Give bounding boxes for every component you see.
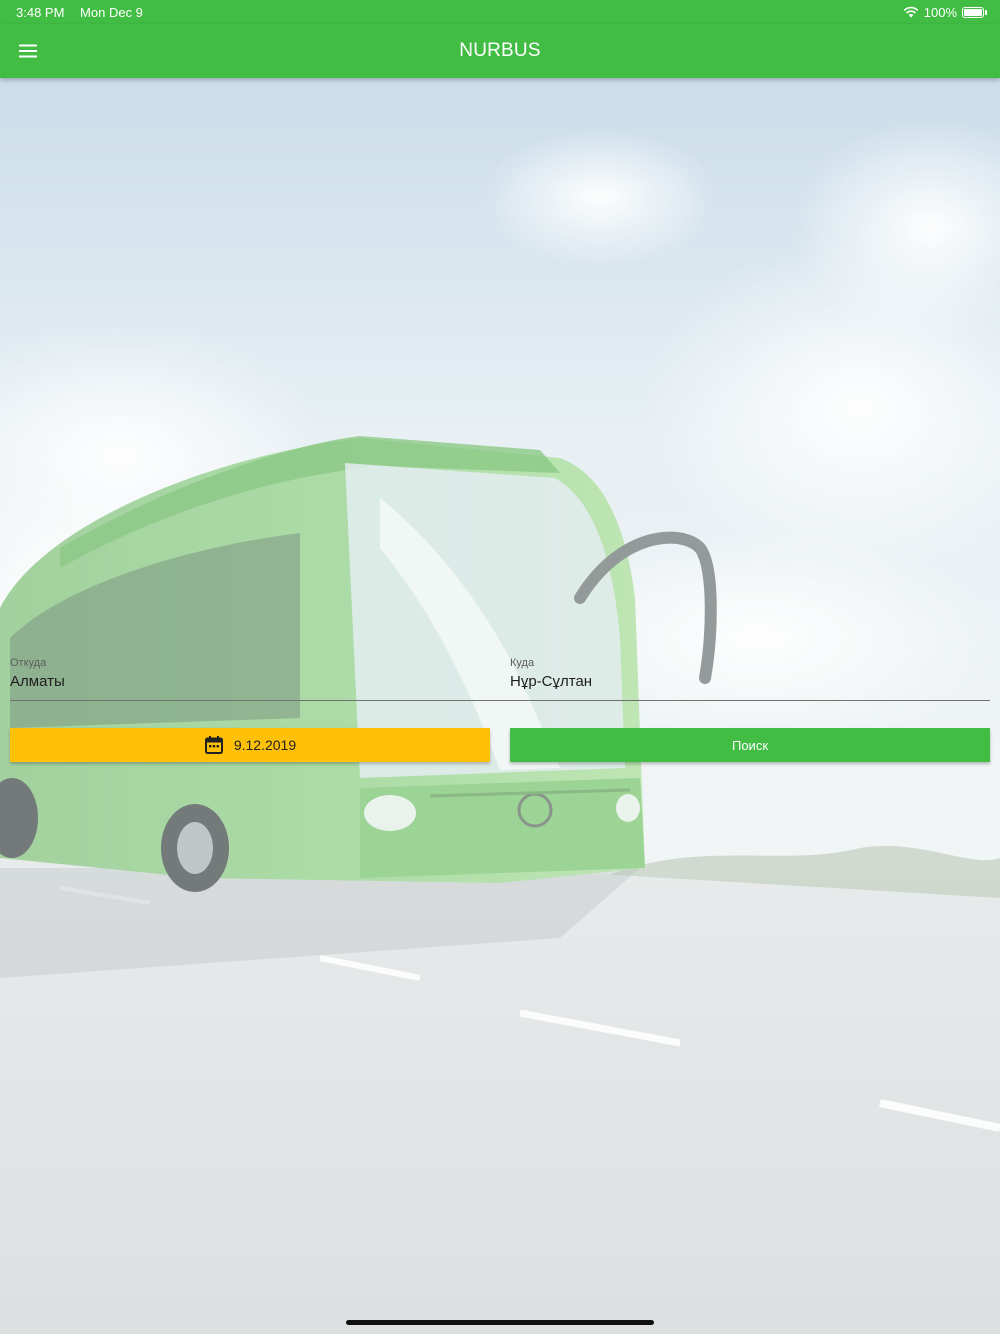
- search-button-label: Поиск: [731, 737, 769, 753]
- status-left: 3:48 PM Mon Dec 9: [16, 5, 155, 20]
- from-field[interactable]: Откуда: [10, 652, 490, 700]
- status-bar: 3:48 PM Mon Dec 9 100%: [0, 0, 1000, 24]
- app-bar: NURBUS: [0, 24, 1000, 78]
- wifi-icon: [903, 6, 919, 18]
- home-indicator[interactable]: [346, 1320, 654, 1325]
- menu-button[interactable]: [10, 33, 46, 69]
- to-input[interactable]: [510, 671, 990, 693]
- search-button[interactable]: Поиск: [510, 728, 990, 762]
- app-title: NURBUS: [459, 40, 541, 61]
- to-field[interactable]: Куда: [510, 652, 990, 700]
- battery-percent: 100%: [923, 4, 957, 20]
- battery-level: [964, 8, 982, 16]
- bus-background-image: [0, 78, 1000, 1334]
- hamburger-menu-icon: [19, 44, 37, 58]
- date-picker-button[interactable]: 9.12.2019: [10, 728, 490, 762]
- to-label: Куда: [510, 657, 535, 669]
- battery-icon: [962, 6, 987, 18]
- status-right: 100%: [903, 4, 987, 20]
- from-input[interactable]: [10, 671, 490, 693]
- calendar-icon: [204, 736, 223, 754]
- background-overlay: [0, 78, 1000, 1334]
- date-value: 9.12.2019: [233, 737, 297, 753]
- from-label: Откуда: [10, 657, 47, 669]
- fields-underline: [10, 700, 990, 701]
- status-date: Mon Dec 9: [80, 4, 143, 20]
- status-time: 3:48 PM: [16, 4, 65, 20]
